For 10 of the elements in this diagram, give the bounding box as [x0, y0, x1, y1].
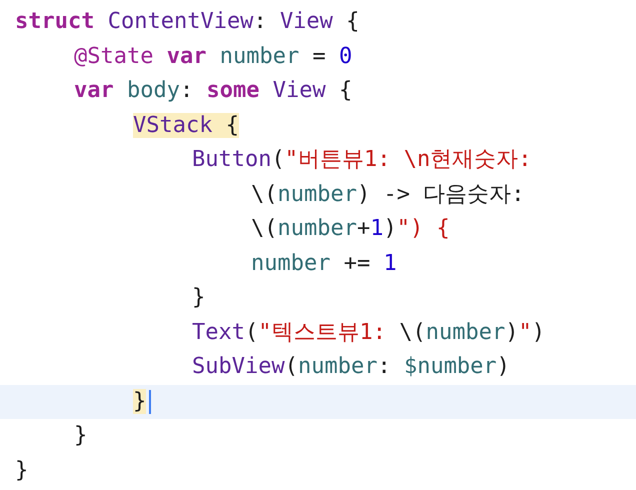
code-line: }: [15, 456, 28, 484]
code-line: @State var number = 0: [74, 42, 352, 70]
code-line: SubView(number: $number): [192, 353, 510, 381]
code-line: Button("버튼뷰1: \n현재숫자: \(number) -> 다음숫자: \(number+1)") {: [192, 146, 532, 243]
code-line: struct ContentView: View {: [15, 8, 360, 36]
code-line: number += 1: [251, 250, 397, 278]
code-line: }: [74, 422, 88, 450]
code-line: Text("텍스트뷰1: \(number)"): [192, 318, 545, 346]
code-line: var body: some View {: [74, 77, 352, 105]
code-line: }: [192, 284, 206, 312]
